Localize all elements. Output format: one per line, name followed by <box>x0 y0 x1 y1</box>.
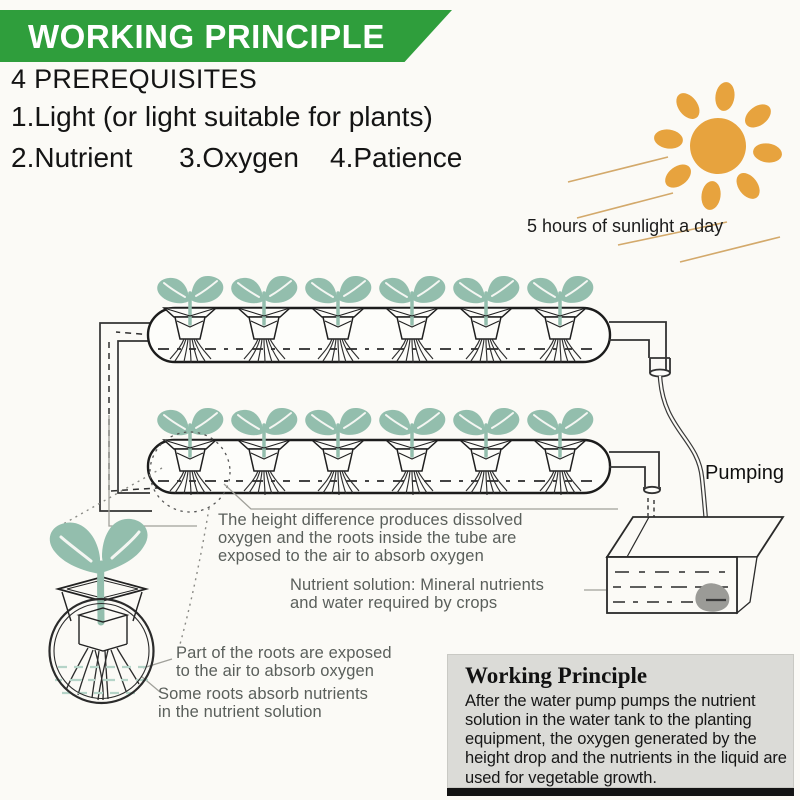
water-tank <box>605 516 785 615</box>
header-banner: WORKING PRINCIPLE <box>0 10 452 62</box>
detail-source-circle <box>149 431 231 513</box>
annotation-nutrient-solution: Nutrient solution: Mineral nutrients and… <box>290 576 544 612</box>
drip-dashes <box>647 498 655 518</box>
detail-plant <box>48 518 155 705</box>
working-principle-box: Working Principle After the water pump p… <box>447 654 794 788</box>
tank-water-dashes <box>613 571 730 603</box>
prerequisites-row: 2.Nutrient 3.Oxygen 4.Patience <box>11 142 463 173</box>
drain-elbow <box>609 451 661 495</box>
grow-tube-top <box>146 306 612 364</box>
magnifier-circle-inner <box>53 602 150 700</box>
prerequisites-heading: 4 PREREQUISITES <box>11 64 258 94</box>
page-title: WORKING PRINCIPLE <box>28 18 385 55</box>
annotation-roots-air: Part of the roots are exposed to the air… <box>176 644 392 680</box>
magnifier-circle <box>48 597 155 705</box>
pumping-label: Pumping <box>705 462 784 484</box>
sun-icon <box>652 80 784 212</box>
prerequisite-light: 1.Light (or light suitable for plants) <box>11 101 433 132</box>
working-principle-body: After the water pump pumps the nutrient … <box>465 692 787 787</box>
working-principle-title: Working Principle <box>465 663 648 688</box>
sunray-lines <box>567 156 781 263</box>
supply-elbow <box>609 321 671 378</box>
leader-lines <box>108 415 618 693</box>
annotation-height-difference: The height difference produces dissolved… <box>218 511 523 565</box>
detail-roots <box>65 647 140 701</box>
annotation-roots-nutrient: Some roots absorb nutrients in the nutri… <box>158 685 368 721</box>
left-return-pipe <box>99 322 152 512</box>
detail-water-dashes <box>55 665 148 695</box>
dotted-leader-lines <box>57 467 210 649</box>
sunlight-caption: 5 hours of sunlight a day <box>527 216 724 236</box>
grow-tube-bottom <box>146 438 612 495</box>
pump-icon <box>695 583 730 612</box>
